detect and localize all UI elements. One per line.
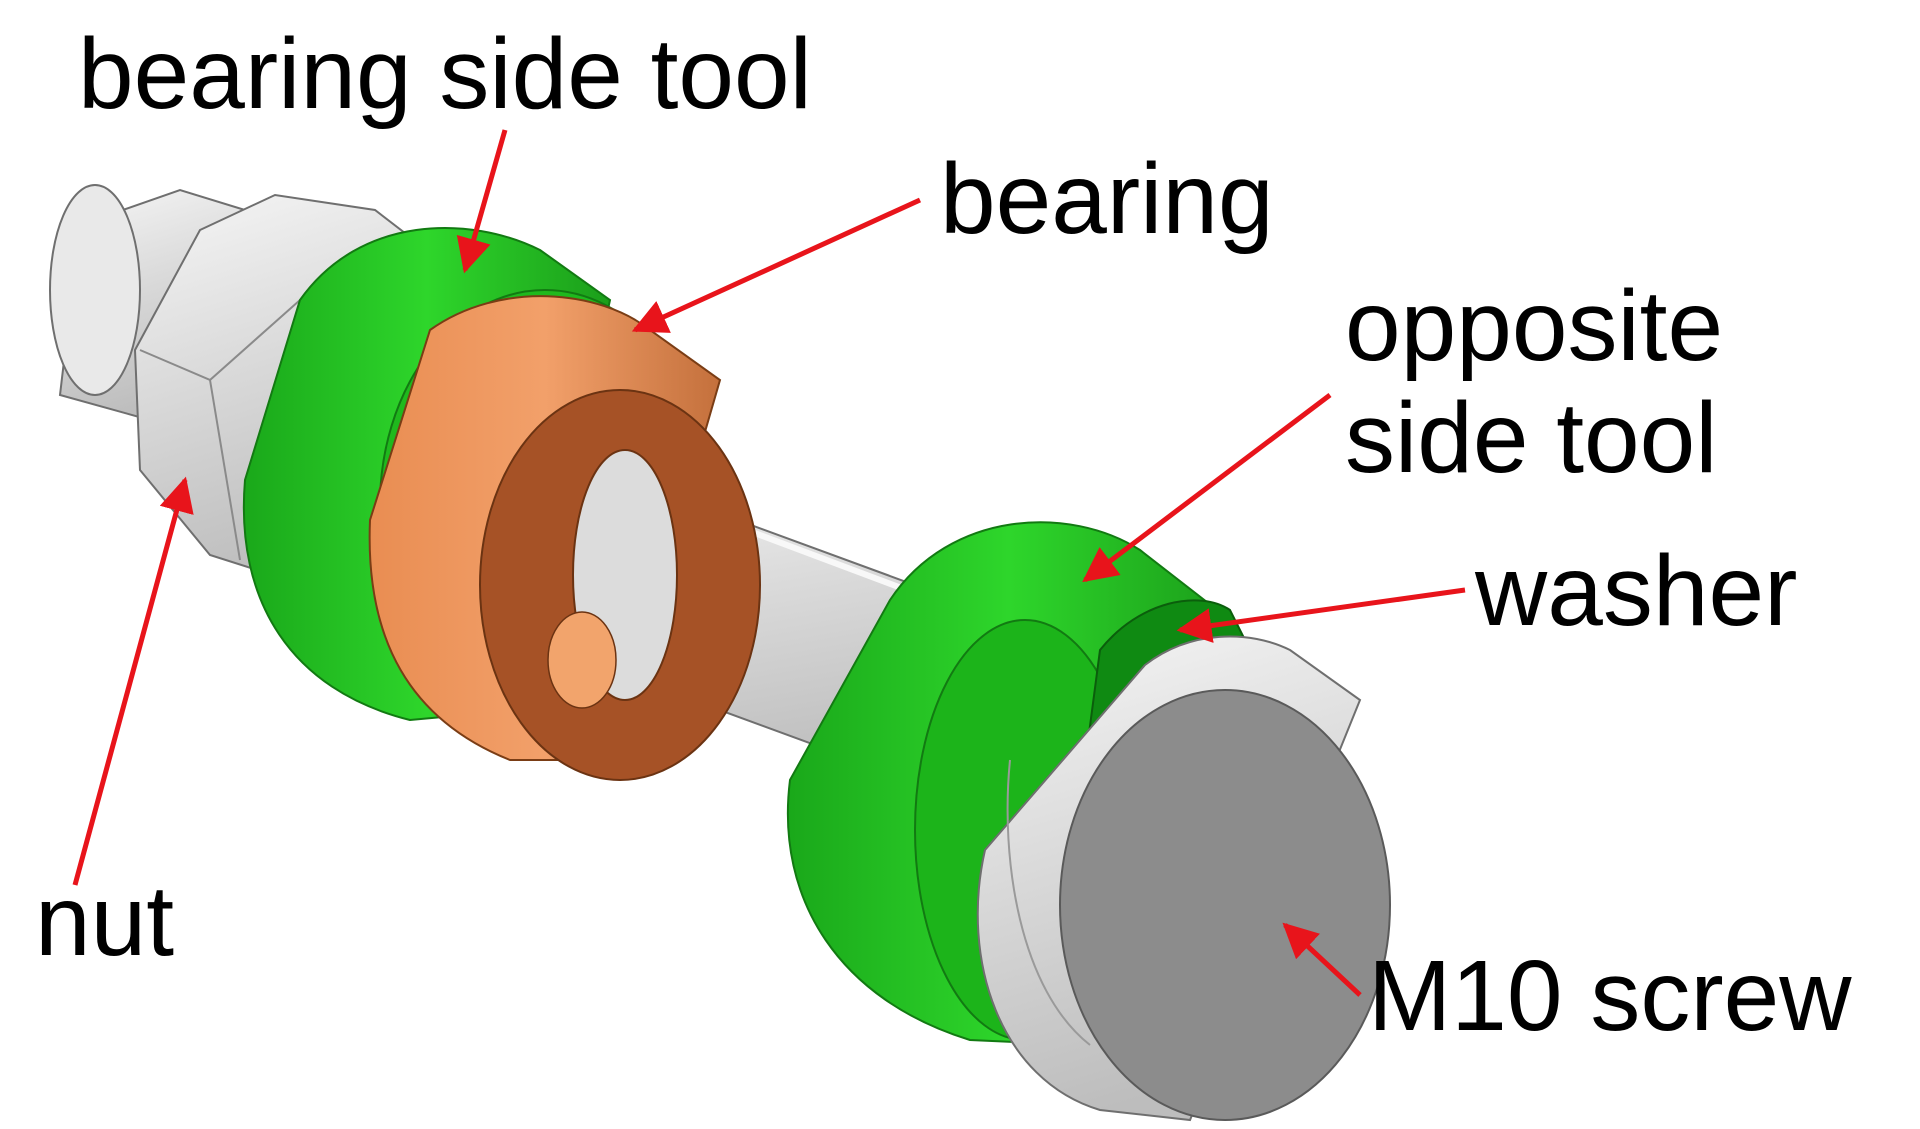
label-opposite-side-tool: opposite side tool (1345, 270, 1724, 494)
arrow-nut (72, 476, 194, 886)
label-nut: nut (35, 865, 175, 977)
arrow-bearing-side-tool (456, 129, 508, 274)
arrow-washer (1176, 587, 1466, 643)
label-washer: washer (1475, 535, 1798, 647)
label-m10-screw: M10 screw (1368, 940, 1852, 1052)
arrow-m10-screw (1282, 922, 1362, 997)
arrow-bearing (631, 197, 922, 333)
arrow-opposite-side-tool (1082, 393, 1332, 583)
screw-head-shape (976, 635, 1391, 1122)
label-bearing: bearing (940, 143, 1274, 255)
leader-arrows (72, 129, 1466, 997)
bearing-shape (368, 295, 761, 781)
label-bearing-side-tool: bearing side tool (78, 18, 812, 130)
